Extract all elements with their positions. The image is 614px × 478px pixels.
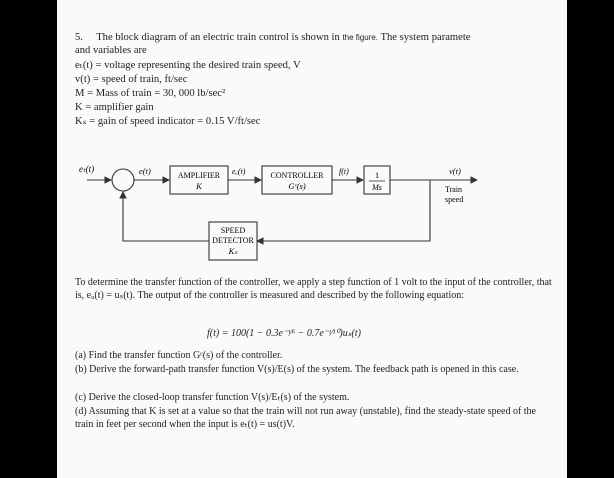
def-speed-indicator-gain: Kₛ = gain of speed indicator = 0.15 V/ft… xyxy=(75,116,261,127)
controller-label: CONTROLLER xyxy=(271,171,325,180)
problem-title-b: The system paramete xyxy=(380,32,471,43)
feedback-path-out xyxy=(255,180,431,245)
part-d: (d) Assuming that K is set at a value so… xyxy=(75,406,536,430)
plant-numerator: 1 xyxy=(375,170,379,180)
problem-title-c: and variables are xyxy=(75,45,147,56)
problem-number: 5. xyxy=(75,32,83,43)
part-c: (c) Derive the closed-loop transfer func… xyxy=(75,392,350,403)
summing-junction xyxy=(111,168,135,192)
def-train-speed: v(t) = speed of train, ft/sec xyxy=(75,74,188,85)
speed-detector-block xyxy=(208,221,258,261)
plant-denominator: Ms xyxy=(371,183,382,192)
block-diagram: eₜ(t) e(t) AMPLIFIER K eᵤ(t) CONTROLLER … xyxy=(79,164,479,261)
controller-tf: Gᶜ(s) xyxy=(288,181,306,191)
problem-header: 5. The block diagram of an electric trai… xyxy=(75,31,471,44)
detector-label-1: SPEED xyxy=(221,226,246,235)
feedback-path-in xyxy=(119,190,209,242)
part-a: (a) Find the transfer function Gᶜ(s) of … xyxy=(75,350,283,361)
controller-input-label: eᵤ(t) xyxy=(232,167,246,176)
part-b: (b) Derive the forward-path transfer fun… xyxy=(75,364,519,375)
force-label: f(t) xyxy=(339,167,349,176)
def-amplifier-gain: K = amplifier gain xyxy=(75,102,154,113)
def-desired-speed: eₜ(t) = voltage representing the desired… xyxy=(75,60,301,71)
problem-page: 5. The block diagram of an electric trai… xyxy=(57,0,567,478)
def-mass: M = Mass of train = 30, 000 lb/sec² xyxy=(75,88,226,99)
amplifier-gain: K xyxy=(195,181,203,191)
detector-label-2: DETECTOR xyxy=(212,236,254,245)
amplifier-label: AMPLIFIER xyxy=(178,171,221,180)
output-desc-line2: speed xyxy=(445,195,463,204)
output-label: v(t) xyxy=(449,166,461,176)
controller-output-equation: f(t) = 100(1 − 0.3e⁻ᵗ⁄⁶ − 0.7e⁻ᵗ⁄¹⁰)uₛ(t… xyxy=(207,328,361,339)
detector-gain: Kₛ xyxy=(228,246,239,256)
problem-title-ref: the figure. xyxy=(342,33,379,42)
input-label: eₜ(t) xyxy=(79,164,94,174)
problem-title-a: The block diagram of an electric train c… xyxy=(96,32,340,43)
error-label: e(t) xyxy=(139,166,151,176)
intro-paragraph: To determine the transfer function of th… xyxy=(75,277,552,301)
output-desc-line1: Train xyxy=(445,185,462,194)
